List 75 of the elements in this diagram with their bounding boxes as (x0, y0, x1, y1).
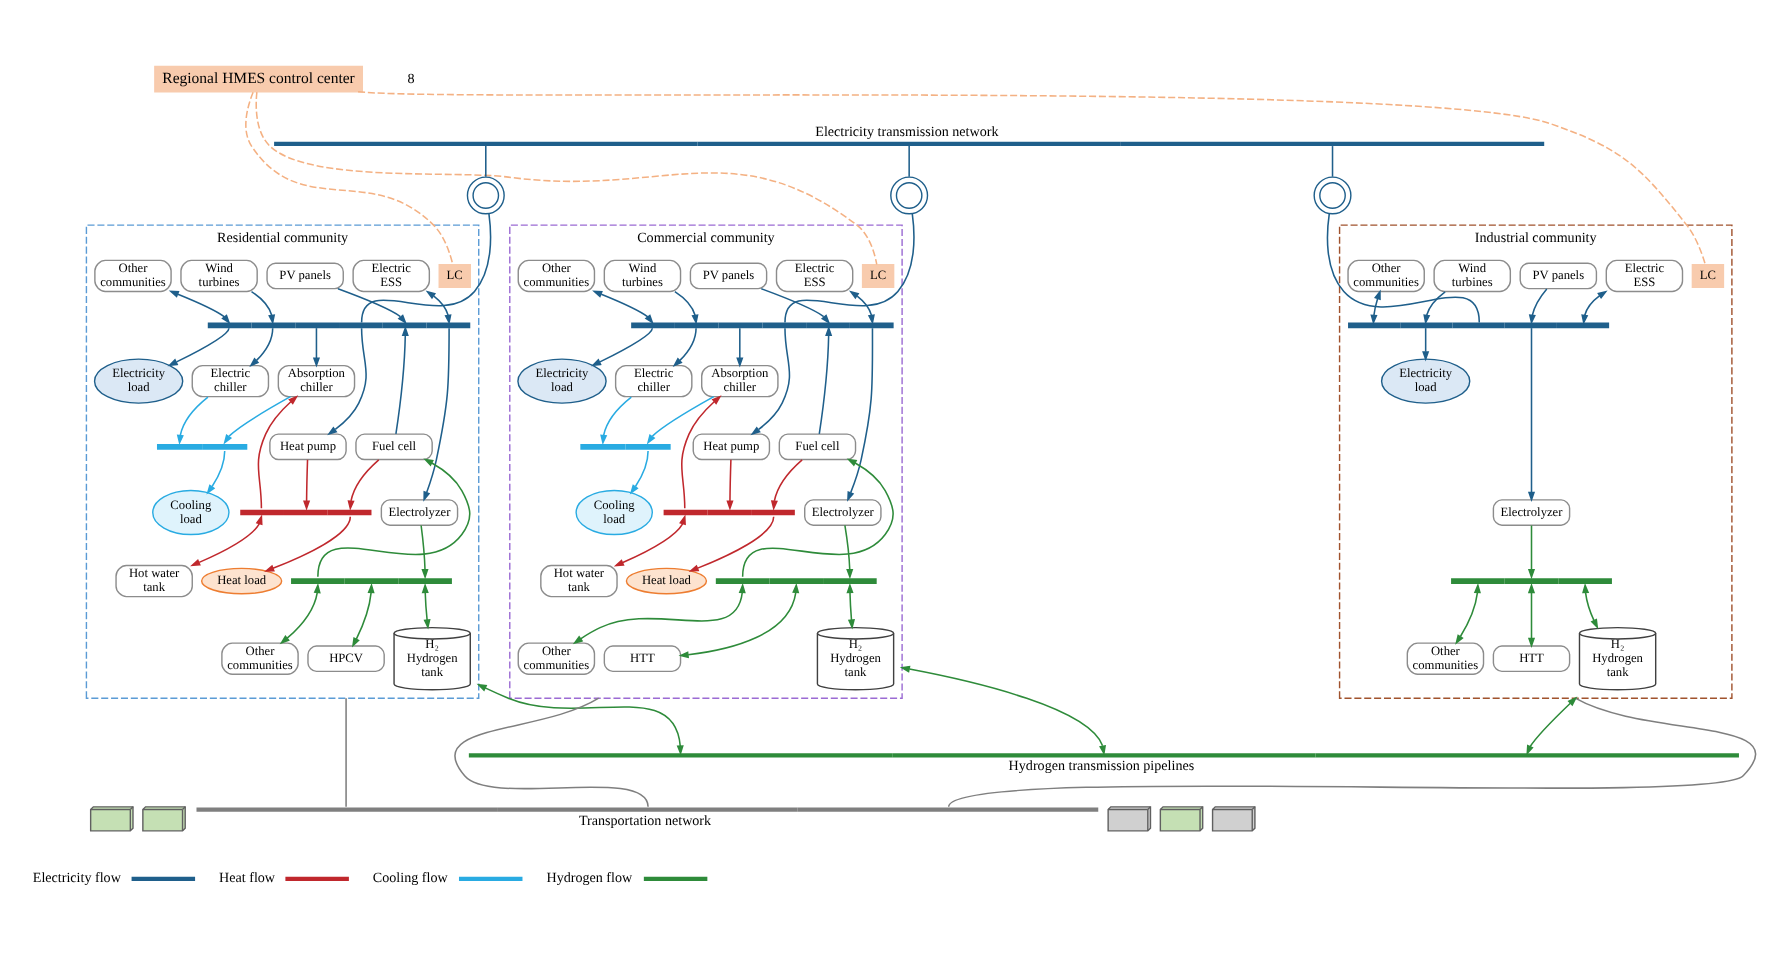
connector (784, 212, 915, 323)
arrow (190, 513, 263, 566)
arrow (600, 395, 633, 444)
connector (947, 696, 1757, 807)
node-transformer (890, 175, 929, 214)
arrow (1370, 288, 1381, 324)
arrow (688, 515, 775, 571)
arrow (770, 458, 803, 510)
arrow (818, 324, 833, 434)
node-transformer (1313, 175, 1352, 214)
arrow (1528, 287, 1548, 324)
arrow (168, 289, 231, 324)
connector (345, 696, 347, 807)
connector (454, 696, 649, 807)
arrow (678, 581, 800, 658)
connector (908, 144, 910, 177)
arrow (1526, 695, 1578, 755)
arrow (674, 289, 699, 324)
arrow (1527, 326, 1536, 501)
arrow (847, 326, 874, 501)
arrow (476, 682, 684, 755)
arrow (646, 394, 715, 444)
arrow (1455, 581, 1481, 644)
arrow (1582, 581, 1599, 629)
arrow (249, 326, 274, 367)
arrow (250, 289, 276, 324)
arrow (351, 581, 375, 647)
arrow (395, 324, 409, 434)
arrow (421, 581, 431, 629)
arrow (1527, 581, 1536, 647)
connector (255, 90, 878, 265)
arrow (257, 394, 299, 509)
arrow (1422, 326, 1430, 361)
arrow (167, 326, 230, 366)
arrow (1581, 289, 1608, 324)
arrow (176, 395, 209, 444)
connector (357, 90, 1707, 265)
connector (1326, 211, 1481, 323)
arrow (592, 289, 654, 324)
arrow (425, 289, 452, 324)
arrow (613, 513, 686, 566)
arrow (629, 449, 649, 494)
arrow (327, 326, 367, 435)
arrow (264, 515, 352, 571)
node-box: Regional HMES control center (154, 64, 363, 92)
arrow (680, 394, 722, 509)
arrow (672, 326, 697, 367)
arrow (279, 581, 321, 644)
arrow (736, 326, 744, 367)
arrow (899, 664, 1107, 755)
arrow (849, 289, 875, 324)
arrow (312, 326, 320, 367)
arrow (591, 326, 654, 366)
arrow (223, 394, 292, 444)
arrow (317, 457, 471, 577)
connector (485, 144, 487, 177)
connector (1331, 144, 1334, 177)
arrow (846, 581, 855, 629)
arrow (347, 458, 380, 510)
arrow (760, 287, 831, 324)
arrow (423, 326, 450, 501)
node-transformer (466, 175, 505, 214)
arrow (420, 523, 429, 579)
arrow (726, 458, 734, 510)
arrow (750, 326, 791, 435)
arrow (1423, 289, 1446, 324)
arrow (844, 523, 854, 579)
arrow (741, 457, 894, 577)
arrow (337, 287, 407, 324)
arrow (572, 581, 746, 644)
connector (360, 212, 492, 323)
arrow (1527, 523, 1536, 579)
connector (245, 90, 454, 265)
arrow (206, 449, 226, 494)
arrow (303, 458, 311, 510)
